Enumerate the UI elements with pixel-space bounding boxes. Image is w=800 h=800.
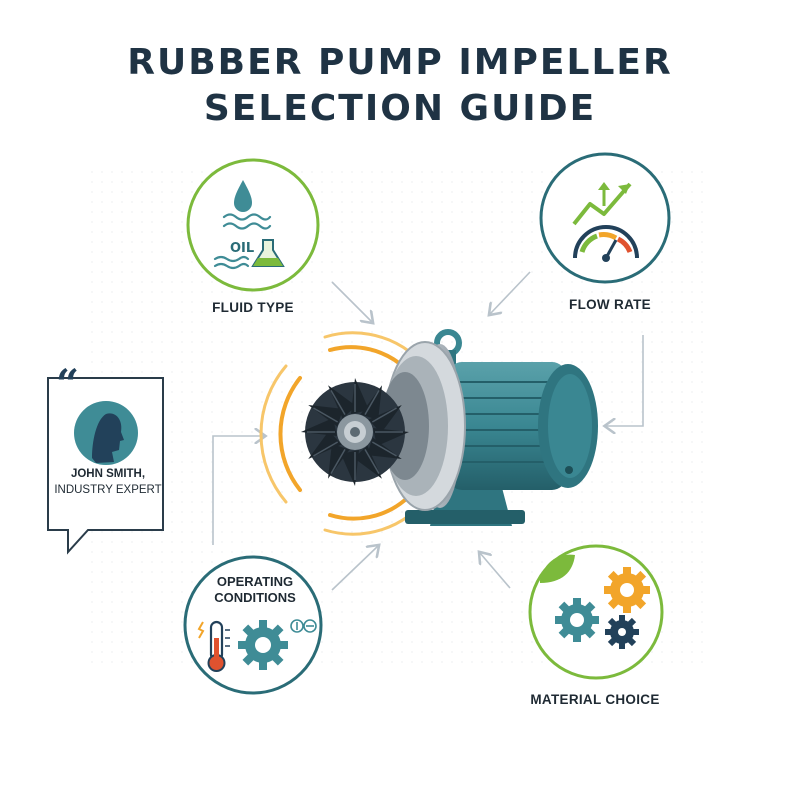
- rising-arrow-icon: [572, 182, 632, 226]
- expert-role: INDUSTRY EXPERT: [54, 484, 162, 496]
- operating-conditions-badge: [183, 555, 323, 695]
- expert-name: JOHN SMITH,: [70, 468, 146, 480]
- title-line-1: RUBBER PUMP IMPELLER: [127, 42, 673, 83]
- arrow-operating-up: [331, 546, 378, 591]
- pump-assembly: [259, 329, 598, 536]
- material-choice-badge: [528, 544, 664, 680]
- fluid-type-badge: OIL: [186, 158, 320, 292]
- operating-conditions-line-1: OPERATING: [216, 574, 294, 589]
- flow-rate-badge: [539, 152, 671, 284]
- arrow-flow-rate-side: [606, 335, 644, 426]
- flask-icon: [251, 239, 285, 267]
- arrow-fluid-type: [331, 281, 372, 322]
- person-silhouette-icon: [74, 401, 138, 465]
- pump-motor-icon: [381, 329, 598, 526]
- gauge-icon: [573, 225, 639, 262]
- material-choice-label: MATERIAL CHOICE: [530, 692, 660, 707]
- water-drop-icon: [234, 180, 252, 212]
- oil-text: OIL: [230, 241, 254, 256]
- quote-icon: “: [56, 361, 79, 408]
- leaf-icon: [540, 554, 575, 583]
- title-line-2: SELECTION GUIDE: [203, 88, 597, 129]
- gear-icon: [238, 620, 288, 670]
- connector-arrows: [212, 271, 644, 591]
- expert-quote-card: “: [47, 361, 164, 555]
- rubber-impeller-icon: [301, 378, 409, 486]
- waves-icon: [213, 213, 272, 270]
- thermometer-icon: [197, 620, 230, 672]
- flow-rate-label: FLOW RATE: [569, 297, 651, 312]
- operating-conditions-label: OPERATING CONDITIONS: [190, 574, 320, 606]
- arrow-material-choice: [480, 553, 511, 589]
- fluid-type-label: FLUID TYPE: [212, 300, 294, 315]
- arrow-operating-conditions: [212, 436, 264, 545]
- dial-icons: [290, 619, 317, 633]
- page-title: RUBBER PUMP IMPELLER SELECTION GUIDE: [0, 40, 800, 132]
- arrow-flow-rate: [490, 271, 531, 314]
- expert-caption: JOHN SMITH, INDUSTRY EXPERT: [48, 466, 168, 498]
- operating-conditions-line-2: CONDITIONS: [214, 590, 296, 605]
- gears-icon: [555, 567, 650, 649]
